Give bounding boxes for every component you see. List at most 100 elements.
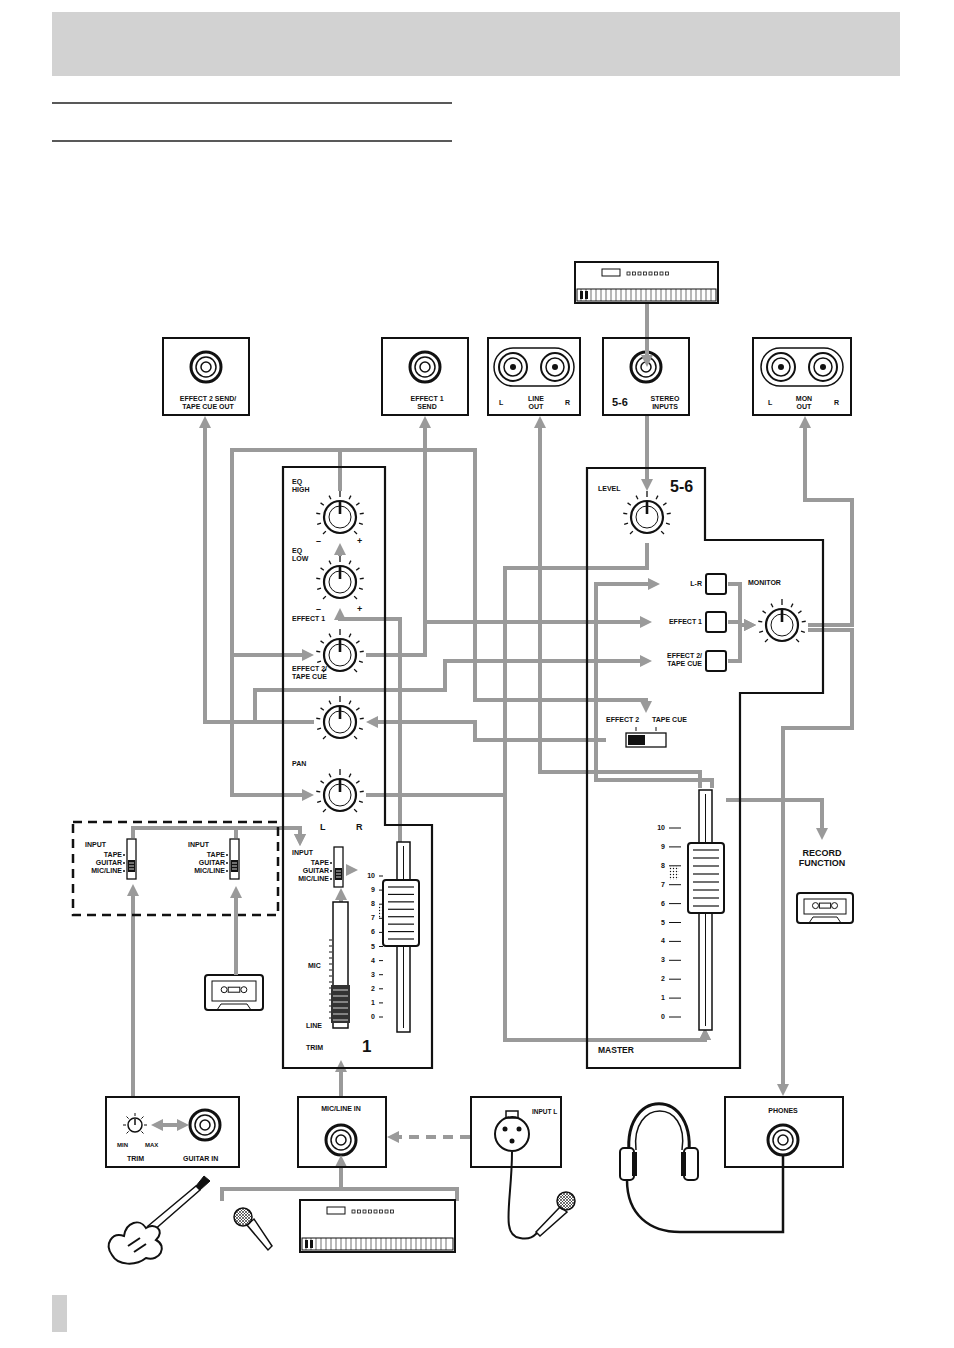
knob-tick — [317, 523, 321, 524]
jack-ring — [196, 357, 216, 377]
switch-tick — [656, 727, 657, 731]
microphone-illustration — [234, 1208, 272, 1250]
knob-tick — [636, 496, 638, 500]
knob-ridge — [333, 1002, 348, 1003]
panel-label: L — [499, 399, 503, 407]
trim-slider: MICLINETRIM — [300, 902, 352, 1060]
scale-number: 4 — [654, 937, 665, 945]
output-jack-panel: PHONES — [724, 1096, 844, 1168]
knob-tick — [316, 791, 320, 793]
key-line — [416, 1238, 417, 1250]
key-line — [651, 289, 652, 301]
scale-number: 9 — [654, 843, 665, 851]
knob-tick — [349, 634, 351, 638]
knob-body — [128, 1118, 142, 1132]
knob-ridge — [388, 894, 414, 895]
key-line — [406, 1238, 407, 1250]
keyboard-button — [380, 1210, 383, 1213]
signal-connector — [339, 1069, 343, 1096]
guitar-neck — [148, 1186, 200, 1231]
scale-mark: + — [357, 537, 362, 546]
jack-ring — [814, 358, 832, 376]
ear-cup — [684, 1148, 698, 1180]
knob-tick — [316, 578, 320, 580]
knob-tick — [317, 661, 321, 662]
mic-head — [557, 1192, 575, 1210]
scale-mark: L — [320, 823, 326, 832]
jack-ring — [767, 353, 795, 381]
panel-label: MIC/LINE — [188, 867, 225, 875]
lever-ridge — [336, 871, 341, 872]
knob-symbol — [316, 556, 363, 599]
cassette-edge — [809, 917, 841, 923]
master-fader: 109876543210 — [650, 788, 726, 1028]
scale-tick — [669, 998, 681, 999]
key-line — [656, 289, 657, 301]
knob-tick — [356, 641, 359, 643]
push-button — [706, 574, 726, 594]
panel-label: MASTER — [598, 1046, 634, 1056]
jack-symbol — [190, 1110, 220, 1140]
knob-tick — [624, 523, 628, 524]
fader-knob — [383, 880, 419, 946]
knob-tick — [339, 769, 340, 775]
signal-connector — [396, 1135, 470, 1139]
key-black — [310, 1240, 313, 1248]
signal-connector — [728, 625, 747, 661]
key-line — [631, 289, 632, 301]
scale-mark: + — [357, 605, 362, 614]
xlr-jack-symbol — [495, 1111, 529, 1151]
knob-ridge — [693, 873, 719, 874]
knob-tick — [628, 503, 631, 505]
jack-ring — [415, 357, 435, 377]
panel-label: MIC/LINE — [85, 867, 122, 875]
signal-connector — [366, 795, 705, 1040]
scale-tick — [669, 884, 681, 885]
knob-ridge — [693, 897, 719, 898]
key-line — [346, 1238, 347, 1250]
key-line — [641, 289, 642, 301]
knob-symbol — [316, 491, 363, 534]
jack-hole — [200, 1120, 210, 1130]
key-black — [580, 291, 583, 299]
panel-label: TAPE — [85, 851, 122, 859]
panel-label: EFFECT 2 — [606, 716, 639, 724]
rotary-knob: MONITOR — [756, 599, 808, 651]
mic-handle — [536, 1207, 567, 1236]
lever-ridge — [336, 874, 341, 875]
signal-connector — [596, 584, 712, 788]
panel-label: EFFECT 2/ TAPE CUE — [292, 665, 336, 681]
key-line — [711, 289, 712, 301]
key-line — [441, 1238, 442, 1250]
keyboard-button — [385, 1210, 388, 1213]
knob-ridge — [333, 990, 348, 991]
panel-label: R — [834, 399, 839, 407]
selector-switch — [330, 847, 343, 887]
mic-handle — [247, 1219, 272, 1250]
key-line — [601, 289, 602, 301]
scale-tick — [379, 876, 383, 877]
jack-hole — [778, 1135, 788, 1145]
keyboard-button — [633, 272, 636, 275]
scale-tick — [379, 1002, 383, 1003]
knob-tick — [667, 513, 671, 515]
key-line — [696, 289, 697, 301]
rca-jack-symbol — [809, 353, 837, 381]
fader-symbol — [669, 790, 724, 1030]
knob-tick — [317, 588, 321, 589]
keyboard-button — [358, 1210, 361, 1213]
panel-border — [283, 467, 432, 1068]
knob-tick — [354, 809, 357, 812]
key-line — [611, 289, 612, 301]
key-line — [316, 1238, 317, 1250]
panel-label: MONITOR — [748, 579, 781, 587]
knob-tick — [666, 523, 670, 524]
knob-tick — [141, 1131, 143, 1133]
scale-tick — [379, 960, 383, 961]
signal-connector — [131, 893, 135, 1096]
switch-slot — [230, 839, 239, 879]
knob-ridge — [388, 938, 414, 939]
key-line — [326, 1238, 327, 1250]
keyboard-button — [644, 272, 647, 275]
